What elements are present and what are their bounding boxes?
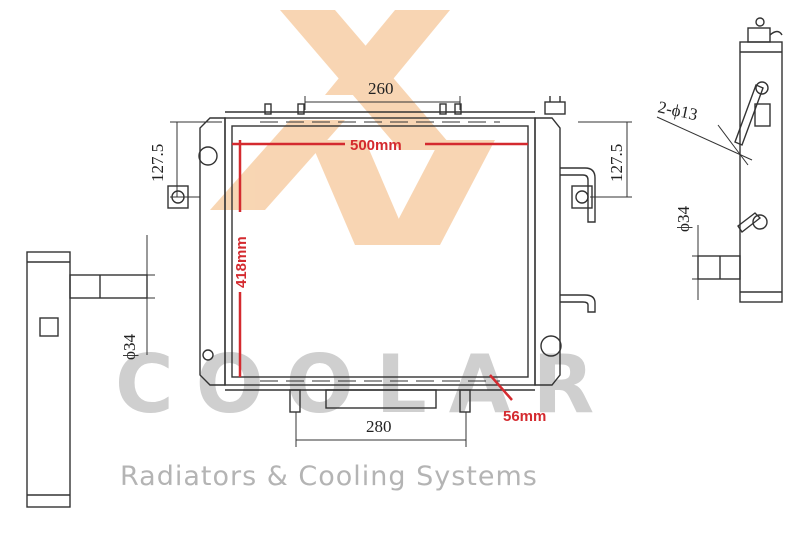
front-view bbox=[167, 96, 596, 413]
bottom-width-label: 280 bbox=[366, 417, 392, 436]
core-height-label: 418mm bbox=[233, 236, 250, 288]
left-height-label: 127.5 bbox=[148, 144, 167, 182]
mount-holes-label: 2-ϕ13 bbox=[656, 97, 699, 124]
right-pipe-diameter: ϕ34 bbox=[674, 206, 693, 232]
core-depth-label: 56mm bbox=[503, 408, 546, 425]
brand-logo bbox=[210, 10, 495, 245]
left-pipe-diameter: ϕ34 bbox=[120, 334, 139, 360]
core-highlight-lines bbox=[232, 140, 528, 401]
right-side-view bbox=[692, 17, 783, 303]
right-height-label: 127.5 bbox=[607, 144, 626, 182]
core-width-label: 500mm bbox=[350, 137, 402, 154]
left-side-view bbox=[26, 235, 155, 508]
brand-tagline: Radiators & Cooling Systems bbox=[120, 461, 538, 492]
mount-hole-leader bbox=[656, 116, 753, 166]
top-width-label: 260 bbox=[368, 79, 394, 98]
front-dimension-lines bbox=[170, 96, 632, 447]
